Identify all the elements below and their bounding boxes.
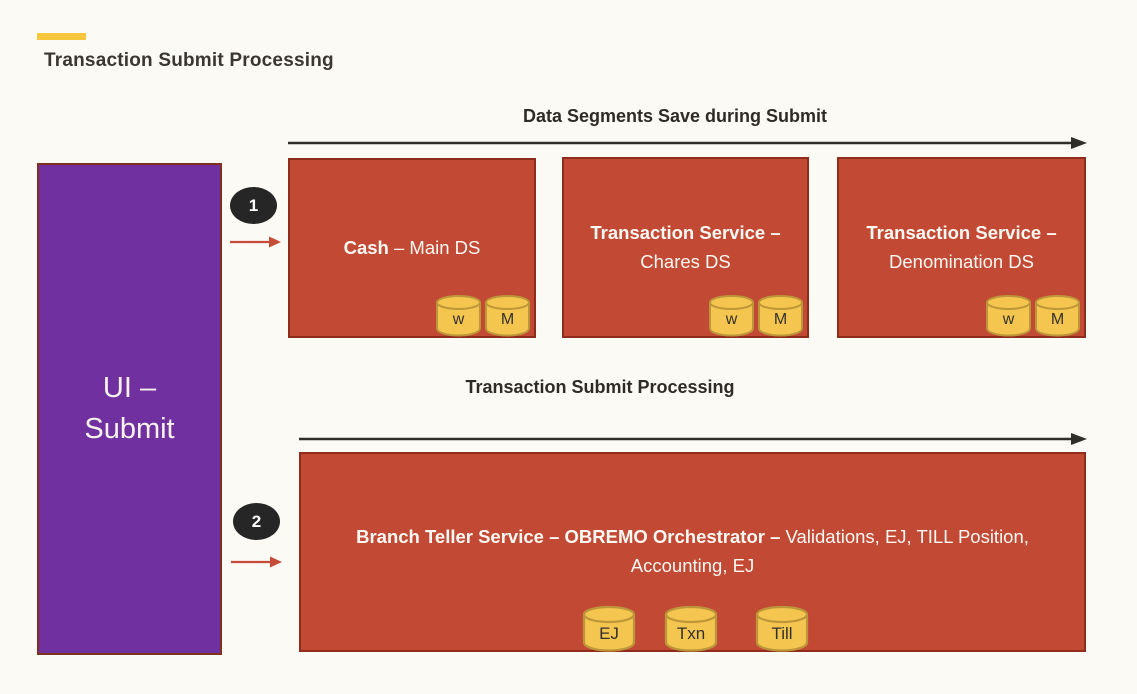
service-box-label: Cash – Main DS — [290, 160, 534, 336]
database-cylinder-icon: Till — [755, 605, 809, 653]
cylinder-label: EJ — [599, 624, 619, 643]
service-box-branch-teller-orchestrator: Branch Teller Service – OBREMO Orchestra… — [299, 452, 1086, 652]
cylinder-label: M — [1050, 311, 1065, 328]
cylinder-label: w — [452, 311, 465, 328]
flow-top-heading: Data Segments Save during Submit — [522, 106, 828, 126]
flow-bottom-arrow-icon — [299, 433, 1087, 445]
service-box-label: Transaction Service – Chares DS — [564, 159, 807, 336]
ui-panel-label-line1: UI – — [102, 371, 157, 404]
cylinder-label: Txn — [676, 624, 706, 643]
cylinder-row: w M — [985, 294, 1081, 337]
cylinder-label: M — [500, 311, 515, 328]
ui-submit-panel: UI – Submit — [37, 163, 222, 655]
database-cylinder-icon: w — [435, 294, 482, 337]
service-name-rest: – Main DS — [388, 236, 481, 258]
step-2-pointer-arrow-icon — [231, 556, 282, 568]
database-cylinder-icon: w — [985, 294, 1032, 337]
service-name-rest: Validations, EJ, TILL Position, Accounti… — [630, 526, 1029, 576]
step-1-number: 1 — [248, 195, 259, 215]
cylinder-label: Till — [771, 624, 793, 643]
service-box-label: Branch Teller Service – OBREMO Orchestra… — [301, 454, 1084, 650]
service-box-label: Transaction Service – Denomination DS — [839, 159, 1084, 336]
service-name-bold: Cash — [343, 236, 389, 258]
database-cylinder-icon: EJ — [582, 605, 636, 653]
step-2-badge: 2 — [233, 503, 280, 540]
service-name-bold: Transaction Service – — [866, 221, 1057, 243]
flow-bottom-heading: Transaction Submit Processing — [465, 377, 735, 397]
database-cylinder-icon: M — [484, 294, 531, 337]
service-name-rest: Denomination DS — [889, 250, 1034, 272]
service-name-rest: Chares DS — [640, 250, 731, 272]
database-cylinder-icon: w — [708, 294, 755, 337]
step-1-badge: 1 — [230, 187, 277, 224]
service-box-transaction-denomination-ds: Transaction Service – Denomination DS w … — [837, 157, 1086, 338]
cylinder-label: w — [1002, 311, 1015, 328]
database-cylinder-icon: M — [1034, 294, 1081, 337]
database-cylinder-icon: Txn — [664, 605, 718, 653]
flow-top-arrow-icon — [288, 137, 1087, 149]
step-1-pointer-arrow-icon — [230, 236, 281, 248]
cylinder-row: w M — [708, 294, 804, 337]
title-accent-bar — [37, 33, 86, 40]
step-2-number: 2 — [251, 511, 262, 531]
ui-panel-label-line2: Submit — [84, 413, 175, 445]
cylinder-label: M — [773, 311, 788, 328]
service-name-bold: Transaction Service – — [590, 221, 781, 243]
database-cylinder-icon: M — [757, 294, 804, 337]
service-box-transaction-chares-ds: Transaction Service – Chares DS w M — [562, 157, 809, 338]
cylinder-label: w — [725, 311, 738, 328]
page-title: Transaction Submit Processing — [44, 50, 334, 71]
service-name-bold: Branch Teller Service – OBREMO Orchestra… — [356, 526, 781, 548]
service-box-cash-main-ds: Cash – Main DS w M — [288, 158, 536, 338]
cylinder-row: w M — [435, 294, 531, 337]
